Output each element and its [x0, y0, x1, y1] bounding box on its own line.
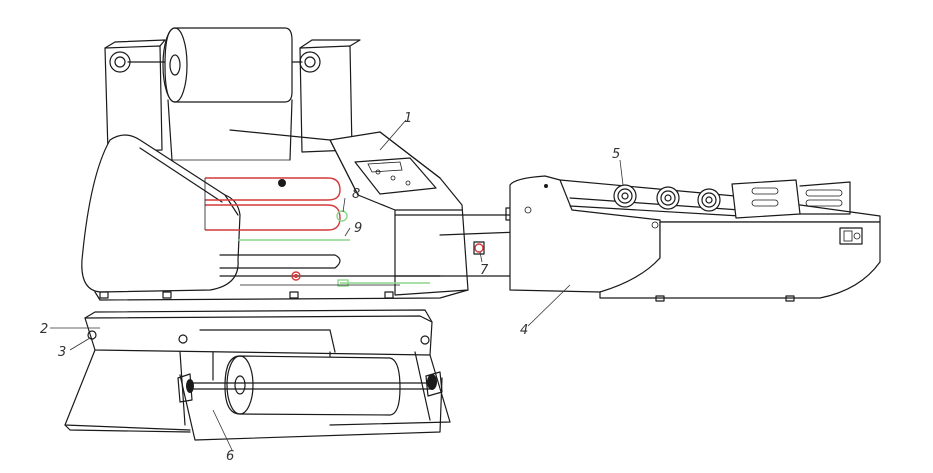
callout-labels: 1 2 3 4 5 6 7 8 9 [40, 111, 620, 464]
callout-1: 1 [404, 111, 412, 126]
laminator-main-body [81, 129, 469, 301]
callout-5: 5 [612, 147, 620, 162]
callout-2: 2 [40, 322, 48, 337]
callout-8: 8 [352, 187, 360, 202]
heated-rollers [204, 177, 341, 231]
callout-lines [50, 119, 624, 451]
callout-9: 9 [354, 221, 362, 236]
feed-roller-wheels [613, 184, 721, 212]
callout-6: 6 [226, 449, 234, 464]
bottom-film-roll [177, 355, 443, 416]
guide-shafts [238, 210, 430, 287]
stand-frame [64, 309, 451, 441]
callout-3: 3 [58, 345, 66, 360]
callout-4: 4 [520, 323, 528, 338]
callout-7: 7 [480, 263, 489, 278]
feed-table-assembly [509, 175, 881, 302]
top-film-roll-assembly [104, 27, 361, 161]
